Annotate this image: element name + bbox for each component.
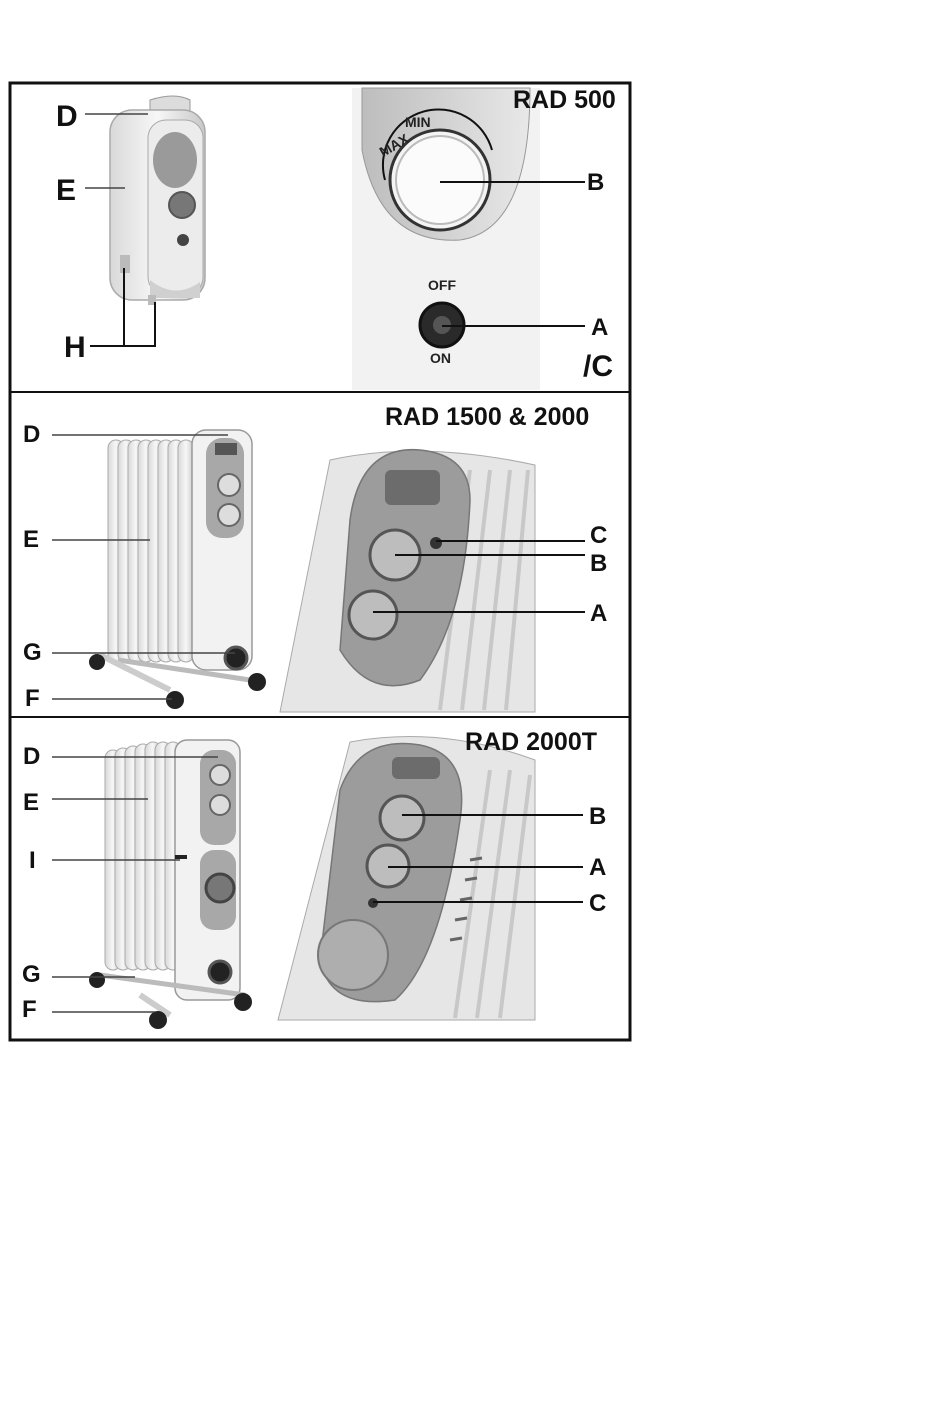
label-a: A [589,854,606,881]
panel-rad-1500-2000: RAD 1500 & 2000 D E G F C B A [23,403,607,712]
label-b: B [587,169,604,196]
label-f: F [22,996,37,1023]
rad-2000t-title: RAD 2000T [465,728,597,756]
rad-2000t-control-closeup [278,736,535,1020]
label-c: C [589,890,606,917]
label-c: /C [583,350,613,383]
label-i: I [29,847,36,874]
dial-min-label: MIN [405,114,431,130]
label-b: B [590,550,607,577]
rad-2000t-heater-illustration [89,740,252,1029]
label-a: A [591,314,608,341]
switch-on-label: ON [430,350,451,366]
rad-1500-control-closeup [280,450,535,712]
label-a: A [590,600,607,627]
rad-500-title: RAD 500 [513,86,616,114]
label-e: E [23,526,39,553]
label-d: D [23,743,40,770]
label-b: B [589,803,606,830]
panel-rad-500: MAX MIN OFF ON RAD 500 D E H B A /C [56,86,616,390]
panel-rad-2000t: RAD 2000T D E I G F B A C [22,728,606,1029]
label-g: G [23,639,42,666]
rad-1500-heater-illustration [89,430,266,709]
switch-off-label: OFF [428,277,456,293]
label-d: D [23,421,40,448]
label-g: G [22,961,41,988]
label-d: D [56,100,78,133]
label-h: H [64,331,86,364]
label-e: E [23,789,39,816]
label-e: E [56,174,76,207]
label-c: C [590,522,607,549]
rad-500-control-closeup: MAX MIN OFF ON [352,88,540,390]
label-f: F [25,685,40,712]
rad-1500-title: RAD 1500 & 2000 [385,403,589,431]
